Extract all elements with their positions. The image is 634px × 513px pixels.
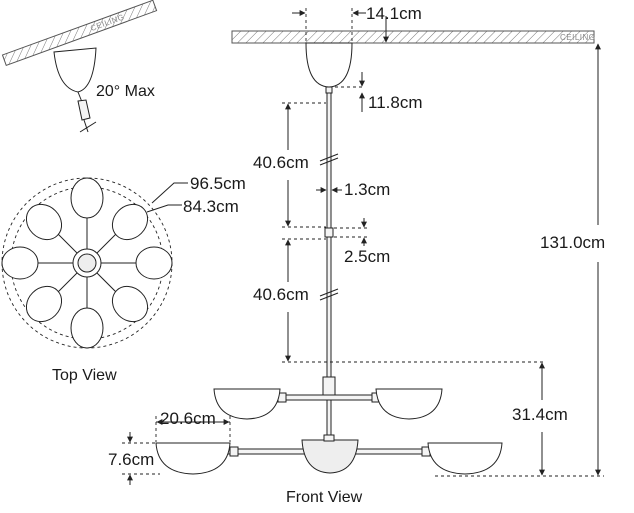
top-view: 96.5cm 84.3cm Top View: [1, 174, 246, 384]
inner-diameter-label: 84.3cm: [183, 197, 239, 216]
top-view-label: Top View: [52, 367, 117, 384]
front-view: Front View: [155, 42, 503, 506]
coupler-label: 2.5cm: [344, 247, 390, 266]
canopy-diameter-label: 14.1cm: [366, 4, 422, 23]
upper-shade-left: [213, 388, 281, 420]
ceiling-detail-label: CEILING: [89, 12, 125, 33]
canopy-nipple: [325, 86, 333, 94]
rod-lower: [326, 236, 332, 378]
upper-hub: [322, 376, 336, 398]
detail-rod: [77, 99, 91, 121]
slope-max-label: 20° Max: [96, 83, 155, 100]
dimension-lines: 14.1cm 11.8cm 40.6cm 1.3cm 2.5cm 40.6cm: [108, 4, 605, 485]
rod-diameter-label: 1.3cm: [344, 180, 390, 199]
front-view-label: Front View: [286, 489, 363, 506]
canopy: [305, 42, 353, 88]
sloped-ceiling-detail: CEILING 20° Max: [1, 0, 158, 133]
rod-upper-label: 40.6cm: [253, 153, 309, 172]
upper-shade-right: [375, 388, 443, 420]
rod-lower-label: 40.6cm: [253, 285, 309, 304]
detail-canopy: [53, 47, 97, 93]
top-shade-se: [111, 285, 149, 323]
top-hub-inner: [77, 253, 97, 273]
lower-shade-left: [155, 442, 231, 475]
lower-shade-right: [427, 442, 503, 475]
overall-height-label: 131.0cm: [540, 233, 605, 252]
outer-diameter-label: 96.5cm: [190, 174, 246, 193]
top-shade-nw: [25, 203, 63, 241]
shade-diameter-label: 20.6cm: [160, 409, 216, 428]
upper-arm: [274, 394, 384, 401]
top-shade-ne: [111, 203, 149, 241]
body-height-label: 31.4cm: [512, 405, 568, 424]
top-shade-n: [70, 177, 104, 219]
top-shade-sw: [25, 285, 63, 323]
center-shade: [301, 439, 359, 474]
ceiling-bar: CEILING: [231, 30, 596, 44]
top-shade-w: [1, 246, 39, 280]
top-shade-s: [70, 307, 104, 349]
rod-coupler: [324, 227, 334, 238]
ceiling-label: CEILING: [560, 33, 596, 42]
shade-height-label: 7.6cm: [108, 450, 154, 469]
top-shade-e: [135, 246, 173, 280]
canopy-height-label: 11.8cm: [368, 93, 423, 112]
